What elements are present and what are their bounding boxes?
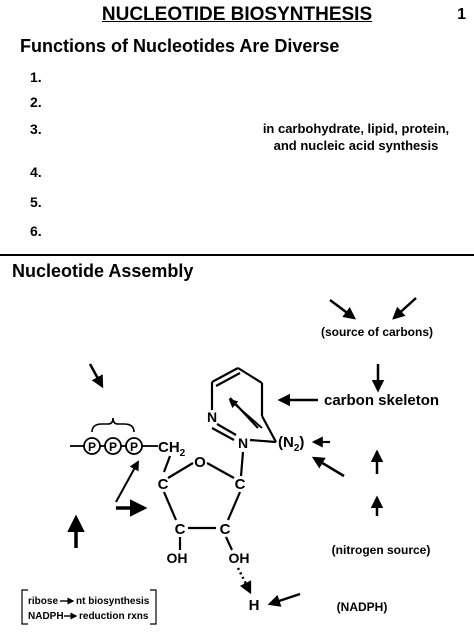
oh-left: OH [167, 550, 188, 566]
ribose-c1: C [158, 476, 169, 493]
legend-box: ribose nt biosynthesis NADPH reduction r… [21, 589, 157, 625]
legend-nt-biosynthesis: nt biosynthesis [76, 596, 150, 607]
legend-nadph: NADPH [28, 611, 64, 622]
ribose-ring [162, 455, 242, 551]
n2-main: (N [278, 434, 294, 451]
arrow-carbon-source-right [392, 297, 417, 320]
pyrimidine-ring [210, 367, 277, 444]
ch2-main: CH [158, 439, 180, 456]
ring-internal-arrow [228, 398, 263, 429]
hydrogen-label: H [249, 597, 260, 614]
phosphate-brace [91, 417, 135, 433]
arrow-to-ch2 [115, 460, 139, 503]
page-title: NUCLEOTIDE BIOSYNTHESIS [101, 4, 373, 25]
arrow-n2-diagonal [311, 456, 345, 478]
oh-right: OH [229, 550, 250, 566]
n2-label: (N2) [278, 434, 304, 454]
arrow-nadph [267, 592, 301, 607]
item3-note: in carbohydrate, lipid, protein, and nuc… [262, 121, 450, 153]
ribose-c2: C [175, 521, 186, 538]
ring-nitrogen-bottom: N [238, 435, 248, 451]
ribose-oxygen: O [194, 454, 206, 471]
ribose-c4: C [235, 476, 246, 493]
ribose-c3: C [220, 521, 231, 538]
list-item-6: 6. [30, 223, 42, 239]
glycosidic-bond [239, 451, 245, 477]
phosphate-3-label: P [130, 440, 138, 454]
nitrogen-source-label: (nitrogen source) [332, 543, 431, 557]
ch2-label: CH2 [158, 439, 186, 459]
section-divider [0, 254, 474, 256]
list-item-4: 4. [30, 164, 42, 180]
list-item-1: 1. [30, 69, 42, 85]
list-item-3: 3. [30, 121, 42, 137]
source-of-carbons-label: (source of carbons) [321, 325, 433, 339]
legend-reduction-rxns: reduction rxns [79, 611, 149, 622]
arrow-left-top [88, 363, 104, 389]
n2-subscript: 2 [294, 443, 300, 454]
functions-heading: Functions of Nucleotides Are Diverse [20, 36, 340, 56]
assembly-heading: Nucleotide Assembly [12, 261, 194, 281]
phosphate-1-label: P [88, 440, 96, 454]
page-number: 1 [457, 6, 466, 23]
list-item-2: 2. [30, 94, 42, 110]
list-item-5: 5. [30, 194, 42, 210]
nadph-label: (NADPH) [337, 600, 388, 614]
n2-close: ) [299, 434, 304, 451]
carbon-skeleton-label: carbon skeleton [324, 392, 439, 409]
legend-ribose: ribose [28, 596, 58, 607]
arrow-carbon-source-left [329, 299, 356, 320]
ch2-subscript: 2 [180, 448, 186, 459]
ring-nitrogen-top: N [207, 409, 217, 425]
phosphate-group: P P P [70, 437, 158, 455]
phosphate-2-label: P [109, 440, 117, 454]
dotted-arrow-h [236, 567, 252, 595]
